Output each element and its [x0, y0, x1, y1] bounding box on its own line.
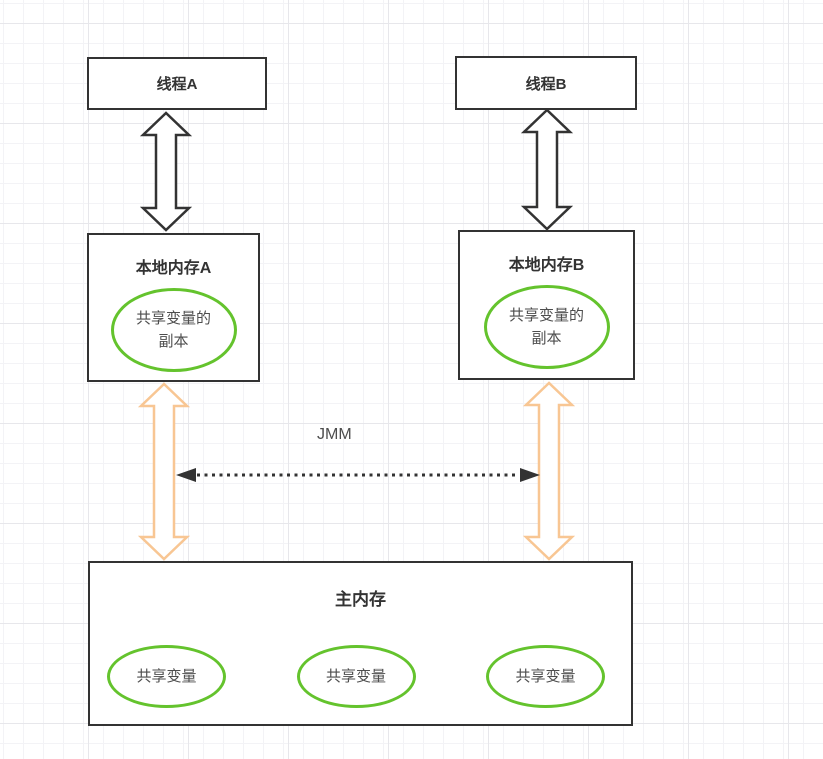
thread-a-label: 线程A [156, 76, 198, 93]
local-memory-b-shared-copy-ellipse[interactable]: 共享变量的 副本 [483, 285, 610, 369]
local-memory-b-title: 本地内存B [508, 257, 585, 274]
local-memory-b-main-memory-double-arrow[interactable] [522, 381, 576, 561]
shared-variable-ellipse-1[interactable]: 共享变量 [107, 645, 226, 708]
jmm-label: JMM [317, 426, 352, 443]
local-memory-a-main-memory-double-arrow[interactable] [137, 382, 191, 561]
local-memory-b-box[interactable]: 本地内存B 共享变量的 副本 [458, 230, 635, 380]
jmm-dotted-double-arrow[interactable] [176, 468, 540, 482]
shared-variable-ellipse-3[interactable]: 共享变量 [486, 645, 605, 708]
main-memory-title: 主内存 [335, 590, 386, 609]
thread-b-local-memory-b-double-arrow[interactable] [520, 108, 574, 231]
shared-variable-label: 共享变量 [325, 668, 386, 685]
local-memory-a-shared-copy-ellipse[interactable]: 共享变量的 副本 [110, 288, 237, 372]
shared-variable-ellipse-2[interactable]: 共享变量 [296, 645, 416, 708]
shared-copy-line1: 共享变量的 [508, 307, 584, 324]
thread-a-box[interactable]: 线程A [87, 57, 267, 110]
jmm-left-arrowhead [176, 468, 196, 482]
local-memory-a-box[interactable]: 本地内存A 共享变量的 副本 [87, 233, 260, 382]
thread-a-local-memory-a-double-arrow[interactable] [139, 111, 193, 232]
shared-copy-line2: 副本 [531, 330, 562, 347]
local-memory-a-title: 本地内存A [135, 260, 212, 277]
main-memory-box[interactable]: 主内存 共享变量 共享变量 共享变量 [88, 561, 633, 726]
shared-copy-line2: 副本 [158, 333, 189, 350]
thread-b-box[interactable]: 线程B [455, 56, 637, 110]
jmm-right-arrowhead [520, 468, 540, 482]
shared-variable-label: 共享变量 [136, 668, 197, 685]
thread-b-label: 线程B [525, 75, 567, 93]
shared-copy-line1: 共享变量的 [135, 310, 211, 327]
shared-variables-row: 共享变量 共享变量 共享变量 [90, 645, 631, 708]
shared-variable-label: 共享变量 [515, 668, 576, 685]
